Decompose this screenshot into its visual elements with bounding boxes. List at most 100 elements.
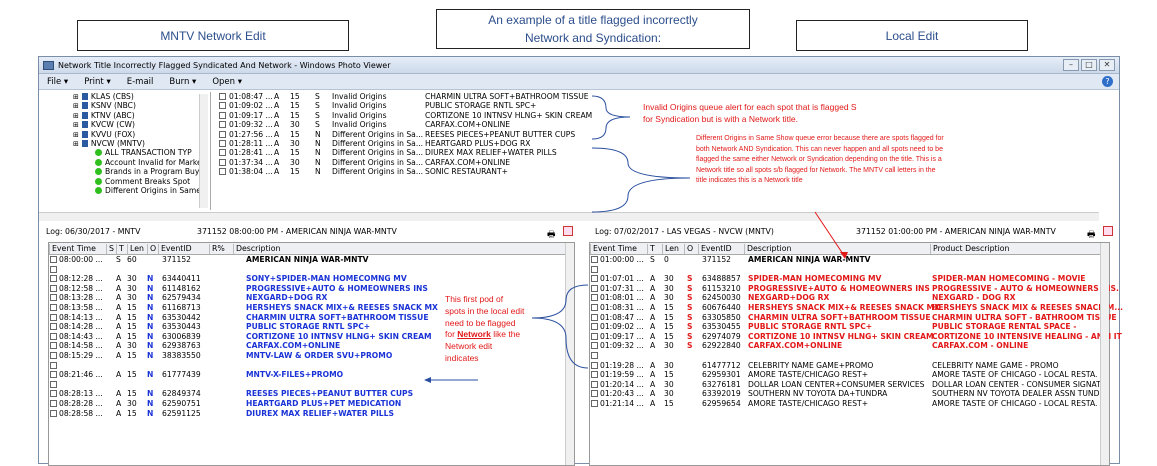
row-checkbox[interactable] <box>219 102 226 110</box>
row-checkbox[interactable] <box>219 111 226 119</box>
left-print-icon[interactable]: 🖶 <box>547 230 556 240</box>
row-checkbox[interactable] <box>50 256 57 263</box>
row-checkbox[interactable] <box>591 323 598 331</box>
menu-burn[interactable]: Burn ▾ <box>169 76 197 87</box>
row-checkbox[interactable] <box>591 332 598 340</box>
row-checkbox[interactable] <box>50 351 57 359</box>
tree-item[interactable]: Different Origins in Same <box>39 186 210 195</box>
column-header[interactable]: Len <box>662 244 679 254</box>
table-row[interactable] <box>590 351 1109 361</box>
tree-item[interactable]: ⊞KVVU (FOX) <box>39 130 210 139</box>
minimize-icon[interactable]: – <box>1063 59 1079 71</box>
expand-icon[interactable]: ⊞ <box>73 121 79 130</box>
menu-email[interactable]: E-mail <box>126 76 154 87</box>
tree-item[interactable]: Account Invalid for Marke <box>39 158 210 167</box>
tree-item[interactable]: ⊞KSNV (NBC) <box>39 101 210 110</box>
row-checkbox[interactable] <box>219 158 226 166</box>
column-header[interactable]: O <box>147 244 156 254</box>
tree-item[interactable]: ⊞KTNV (ABC) <box>39 111 210 120</box>
right-export-icon[interactable] <box>1103 226 1113 236</box>
row-checkbox[interactable] <box>591 361 598 369</box>
tree-item[interactable]: ⊞NVCW (MNTV) <box>39 139 210 148</box>
row-checkbox[interactable] <box>591 265 598 273</box>
row-checkbox[interactable] <box>50 284 57 292</box>
row-checkbox[interactable] <box>50 323 57 331</box>
expand-icon[interactable]: ⊞ <box>73 93 79 101</box>
column-header[interactable]: Len <box>127 244 144 254</box>
column-header[interactable]: O <box>684 244 693 254</box>
column-header[interactable]: Product Description <box>930 244 1010 254</box>
row-checkbox[interactable] <box>50 303 57 311</box>
column-header[interactable]: T <box>647 244 655 254</box>
left-grid-scrollbar[interactable] <box>565 243 574 465</box>
row-checkbox[interactable] <box>50 265 57 273</box>
row-checkbox[interactable] <box>50 313 57 321</box>
row-checkbox[interactable] <box>50 371 57 379</box>
column-header[interactable]: Event Time <box>49 244 96 254</box>
row-checkbox[interactable] <box>219 130 226 138</box>
expand-icon[interactable]: ⊞ <box>73 130 79 139</box>
row-checkbox[interactable] <box>591 313 598 321</box>
row-checkbox[interactable] <box>219 139 226 147</box>
tree-item[interactable]: ALL TRANSACTION TYP <box>39 148 210 157</box>
row-checkbox[interactable] <box>591 256 598 263</box>
tree-item[interactable]: Brands in a Program Buy <box>39 167 210 176</box>
expand-icon[interactable]: ⊞ <box>73 102 79 111</box>
row-checkbox[interactable] <box>50 380 57 388</box>
menu-open[interactable]: Open ▾ <box>212 76 242 87</box>
expand-icon[interactable]: ⊞ <box>73 111 79 120</box>
row-checkbox[interactable] <box>591 294 598 302</box>
row-checkbox[interactable] <box>219 121 226 129</box>
row-checkbox[interactable] <box>591 275 598 283</box>
right-grid-scrollbar[interactable] <box>1100 243 1109 465</box>
left-export-icon[interactable] <box>563 226 573 236</box>
row-checkbox[interactable] <box>50 390 57 398</box>
help-icon[interactable]: ? <box>1102 76 1113 87</box>
column-header[interactable]: R% <box>209 244 225 254</box>
column-header[interactable]: Description <box>233 244 280 254</box>
menu-print[interactable]: Print ▾ <box>84 76 111 87</box>
expand-icon[interactable]: ⊞ <box>73 139 79 148</box>
column-header[interactable]: Description <box>744 244 791 254</box>
menu-file[interactable]: File ▾ <box>47 76 69 87</box>
row-checkbox[interactable] <box>591 380 598 388</box>
close-icon[interactable]: ✕ <box>1099 59 1115 71</box>
row-checkbox[interactable] <box>50 399 57 407</box>
row-checkbox[interactable] <box>219 149 226 157</box>
row-checkbox[interactable] <box>591 399 598 407</box>
row-checkbox[interactable] <box>591 351 598 359</box>
row-checkbox[interactable] <box>591 303 598 311</box>
column-header[interactable]: EventID <box>158 244 192 254</box>
right-print-icon[interactable]: 🖶 <box>1087 230 1096 240</box>
table-row[interactable] <box>590 265 1109 275</box>
